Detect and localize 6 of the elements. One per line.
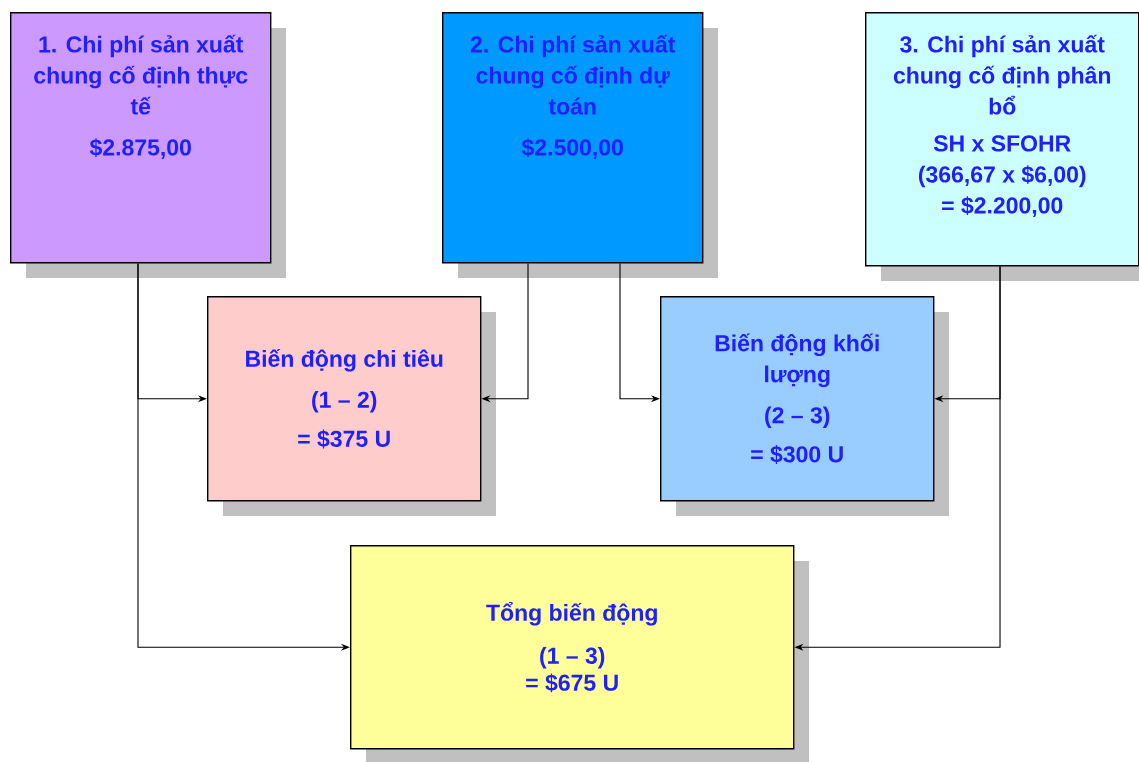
process-box: 1. Chi phí sản xuất chung cố định thực tế $2.875,00 (10, 12, 286, 278)
process-box: Biến động khối lượng (2 – 3) = $300 U (660, 296, 949, 516)
process-box: Biến động chi tiêu (1 – 2) = $375 U (207, 296, 496, 516)
process-box: Tổng biến động (1 – 3) = $675 U (350, 545, 809, 762)
process-box: 3. Chi phí sản xuất chung cố định phân bổ SH x SFOHR (366,67 x $6,00) = $2.200,00 (865, 12, 1139, 281)
process-box: 2. Chi phí sản xuất chung cố định dự toán $2.500,00 (442, 12, 718, 278)
